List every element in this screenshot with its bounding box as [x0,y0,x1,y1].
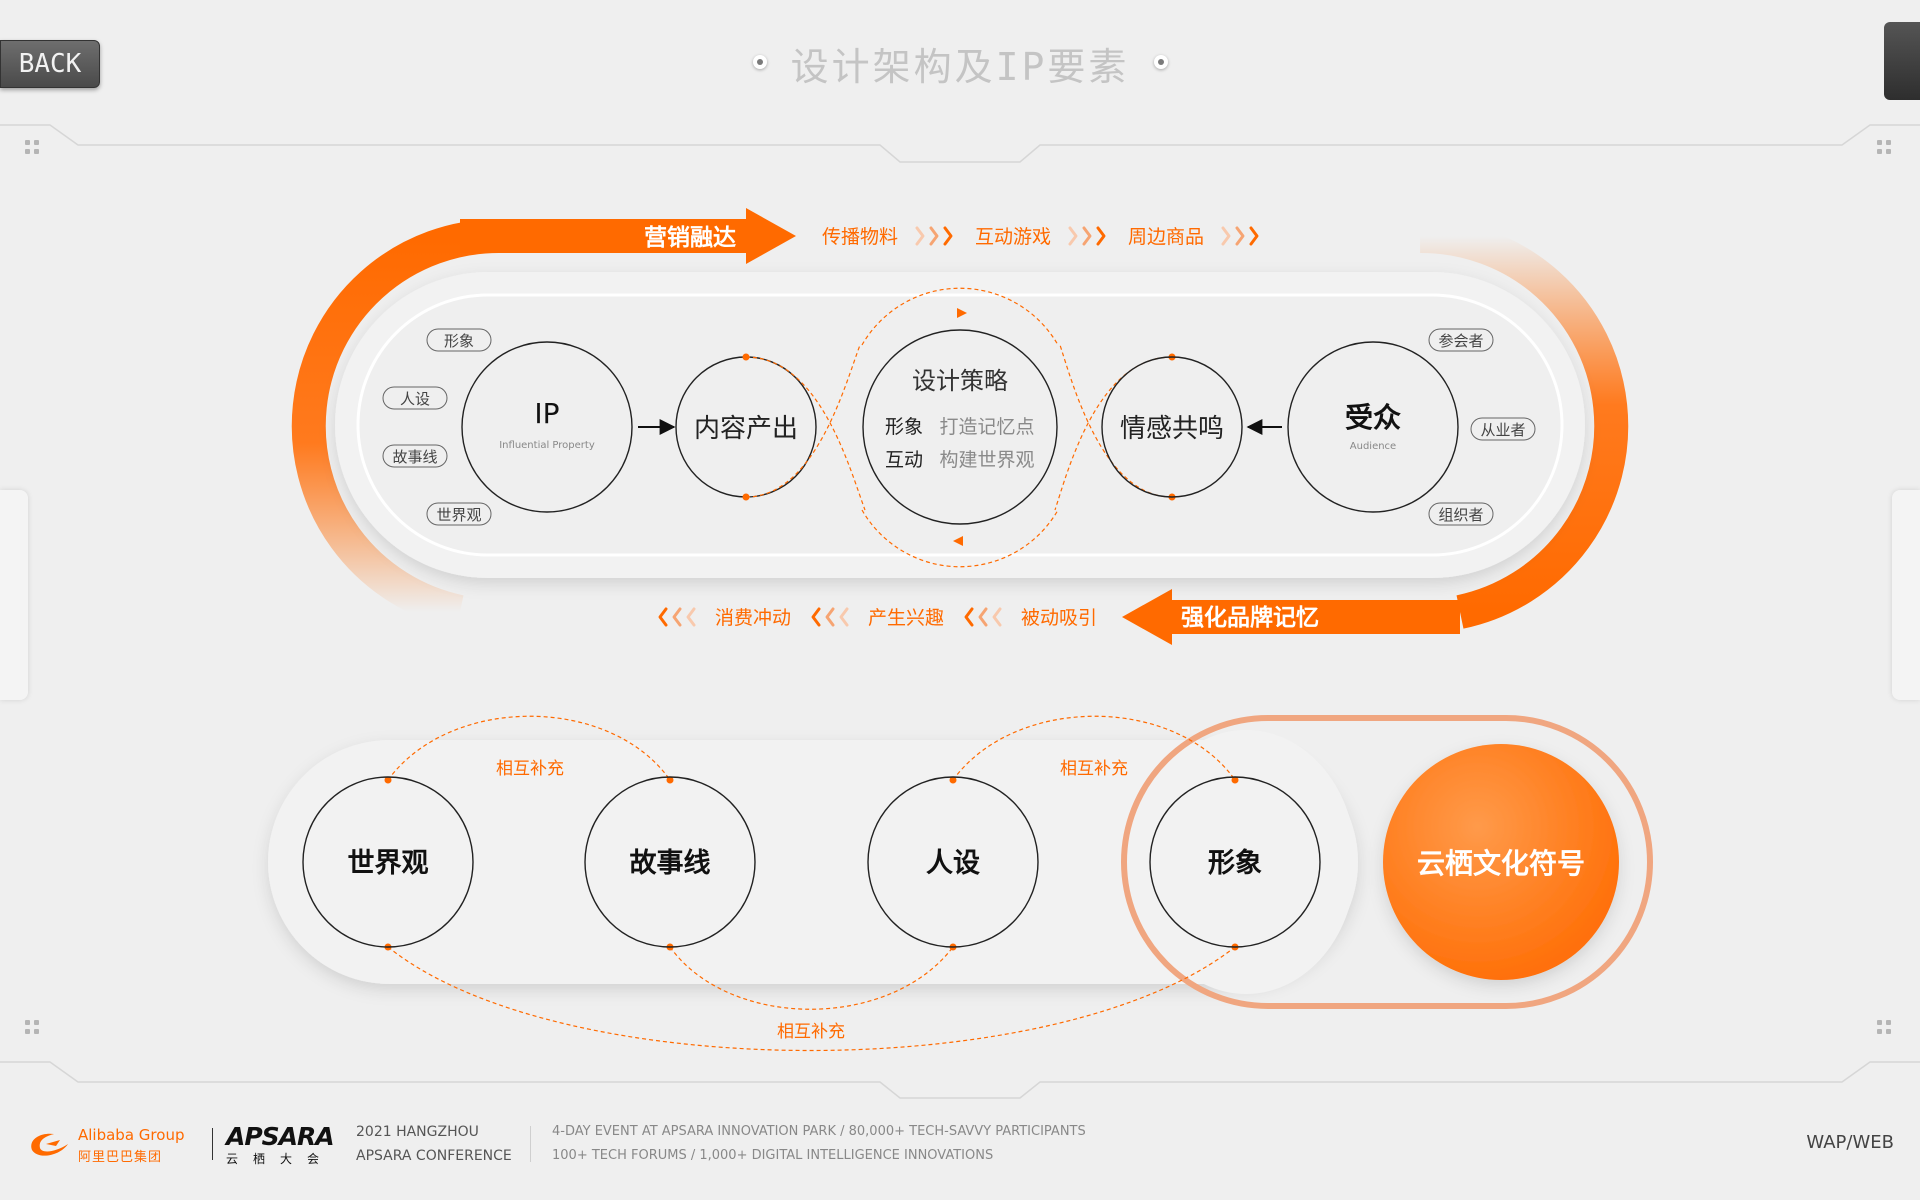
ip-tag: 形象 [444,332,474,350]
left-side-tab [0,490,28,700]
platform-label: WAP/WEB [1806,1132,1894,1153]
emotion-node-label: 情感共鸣 [1120,414,1224,444]
symbol-ring-inner [1136,730,1356,994]
ip-node-title: IP [534,397,559,430]
strategy-dashed-links [745,287,1173,568]
corner-grip-top-right [1877,140,1895,158]
ip-tag: 故事线 [392,448,437,466]
element-label: 人设 [926,848,980,879]
complement-dashed-links [387,715,1236,1051]
stats-line: 4-DAY EVENT AT APSARA INNOVATION PARK / … [552,1124,1086,1139]
strategy-row-value: 构建世界观 [939,449,1034,471]
backward-chevron-icons [658,607,1002,627]
alibaba-cn-wordmark: 阿里巴巴集团 [78,1150,163,1165]
footer-logos: Alibaba Group 阿里巴巴集团 APSARA 云栖大会 [26,1122,336,1166]
audience-node [1287,341,1459,513]
apsara-wordmark: APSARA [226,1122,335,1151]
strategy-row-key: 形象 [885,416,923,438]
event-line: APSARA CONFERENCE [356,1148,512,1164]
marketing-loop-left-arc [291,218,501,629]
strategy-node-title: 设计策略 [912,367,1008,395]
marketing-label: 营销融达 [644,225,736,251]
strategy-row-value: 打造记忆点 [939,416,1034,438]
loop-arrow-top [957,308,967,318]
backward-item: 被动吸引 [1021,607,1097,629]
culture-symbol-label: 云栖文化符号 [1417,847,1585,880]
event-info: 2021 HANGZHOU APSARA CONFERENCE [356,1120,512,1168]
ip-tag-pill [426,502,492,526]
title-left-dot [753,55,767,69]
element-node [302,776,474,948]
right-side-tab [1892,490,1920,700]
brand-arrow-head [1122,589,1172,645]
audience-tag: 参会者 [1438,332,1483,350]
strategy-node [862,329,1058,525]
brand-loop-right-arc [1419,218,1629,629]
audience-tag: 组织者 [1438,506,1483,524]
audience-node-subtitle: Audience [1350,441,1396,452]
forward-item: 互动游戏 [975,226,1051,248]
audience-tag-pill [1428,502,1494,526]
forward-chevron-icons [915,226,1259,246]
logo-divider [212,1128,213,1160]
strategy-row-key: 互动 [885,449,923,471]
forward-item: 传播物料 [822,226,898,248]
culture-symbol-node [1383,744,1619,980]
ip-node [461,341,633,513]
elements-pill [268,740,1358,984]
backward-item: 消费冲动 [715,607,791,629]
element-label: 故事线 [630,848,711,879]
complement-label: 相互补充 [777,1022,845,1042]
brand-label: 强化品牌记忆 [1181,604,1319,631]
ip-node-subtitle: Influential Property [499,440,595,451]
content-node-label: 内容产出 [694,414,798,444]
apsara-cn-wordmark: 云栖大会 [226,1152,335,1166]
element-label: 形象 [1208,847,1262,879]
stats-line: 100+ TECH FORUMS / 1,000+ DIGITAL INTELL… [552,1148,994,1163]
corner-grip-bottom-left [25,1020,43,1038]
page-title: 设计架构及IP要素 [790,45,1130,89]
back-button[interactable]: BACK [0,40,100,88]
loop-arrow-bottom [953,536,963,546]
element-node [584,776,756,948]
flow-pill-inner [356,293,1564,557]
ip-tag-pill [382,386,448,410]
event-line: 2021 HANGZHOU [356,1124,479,1140]
ip-tag-pill [382,444,448,468]
backward-item: 产生兴趣 [868,607,944,629]
audience-tag: 从业者 [1480,421,1525,439]
symbol-ring [1121,715,1653,1009]
right-panel-tab[interactable] [1884,22,1920,100]
ip-tag-pill [426,328,492,352]
audience-tag-pill [1428,328,1494,352]
element-label: 世界观 [348,848,429,879]
element-node [867,776,1039,948]
corner-grip-top-left [25,140,43,158]
marketing-arrow-head [746,208,796,264]
audience-node-title: 受众 [1345,401,1401,434]
audience-tag-pill [1470,417,1536,441]
footer-divider [530,1126,531,1162]
alibaba-logo-icon [31,1133,68,1156]
title-right-dot [1154,55,1168,69]
alibaba-wordmark: Alibaba Group [78,1126,185,1144]
corner-grip-bottom-right [1877,1020,1895,1038]
complement-label: 相互补充 [1060,759,1128,779]
forward-item: 周边商品 [1128,226,1204,248]
event-stats: 4-DAY EVENT AT APSARA INNOVATION PARK / … [552,1120,1086,1168]
ip-tag: 世界观 [436,506,481,524]
ip-tag: 人设 [400,390,430,408]
complement-label: 相互补充 [496,759,564,779]
frame-lines [0,124,1920,1099]
emotion-node [1101,356,1243,498]
element-node [1149,776,1321,948]
